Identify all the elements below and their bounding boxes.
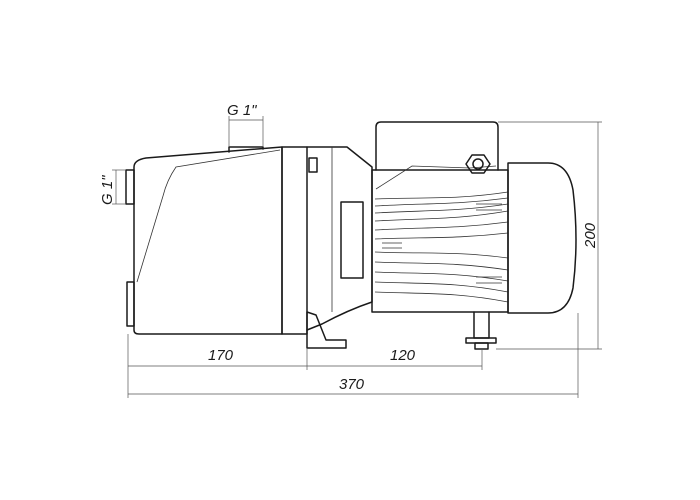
dimension-inlet-thread: G 1" bbox=[99, 169, 126, 205]
bracket-window bbox=[340, 201, 364, 279]
total-height-label: 200 bbox=[582, 222, 599, 249]
cable-gland-hole bbox=[472, 158, 484, 170]
housing-outline bbox=[133, 146, 283, 335]
motor-housing bbox=[371, 169, 509, 313]
terminal-box-contour bbox=[375, 165, 497, 190]
foot-spacing-label: 120 bbox=[390, 347, 416, 364]
fan-cover bbox=[507, 162, 577, 314]
pump-foot bbox=[306, 311, 347, 349]
motor-foot bbox=[465, 311, 497, 350]
latch bbox=[308, 157, 318, 173]
dimension-outlet-thread: G 1" bbox=[227, 102, 264, 147]
terminal-box bbox=[375, 121, 499, 171]
dimension-lengths: 170 120 bbox=[127, 334, 483, 398]
cable-gland bbox=[465, 154, 491, 174]
dimension-total-length: 370 bbox=[128, 313, 579, 398]
inlet-stub bbox=[125, 169, 135, 205]
total-length-label: 370 bbox=[339, 376, 365, 393]
housing-contour bbox=[136, 149, 281, 283]
cooling-fins bbox=[374, 191, 509, 303]
dimension-total-height: 200 bbox=[496, 121, 602, 350]
adapter-flange bbox=[281, 146, 373, 349]
inlet-thread-label: G 1" bbox=[99, 175, 116, 205]
outlet-thread-label: G 1" bbox=[227, 102, 257, 119]
pump-length-label: 170 bbox=[208, 347, 234, 364]
flange-plate bbox=[281, 146, 308, 335]
motor bbox=[371, 121, 577, 350]
drain-stub bbox=[126, 281, 135, 327]
outlet-top bbox=[228, 146, 264, 153]
pump-housing bbox=[125, 146, 283, 335]
